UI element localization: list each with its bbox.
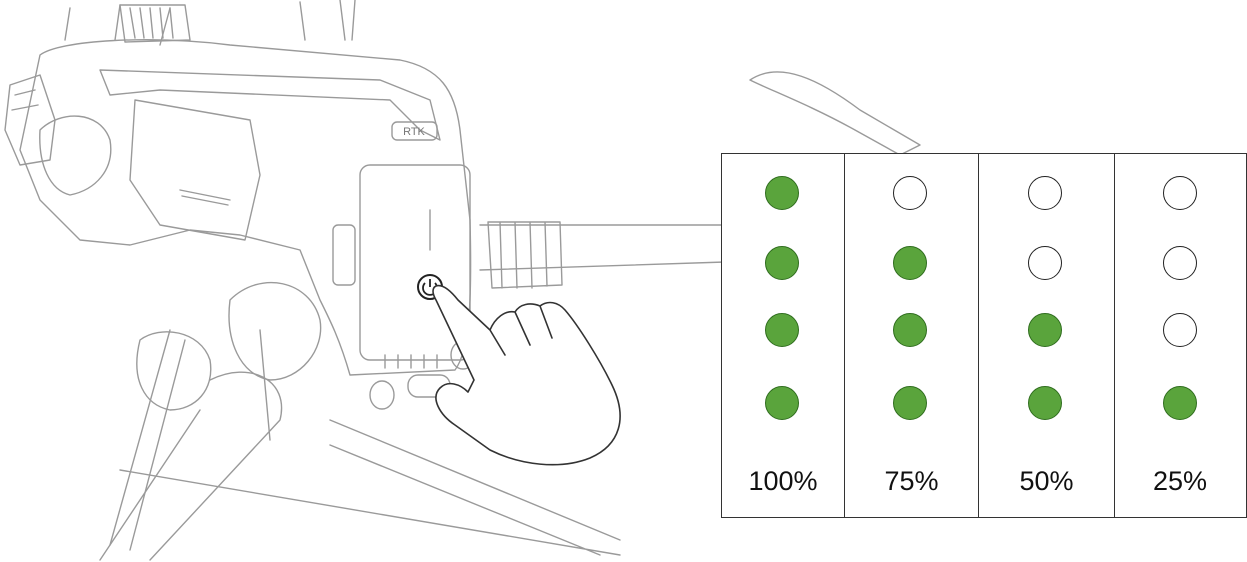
panel-slot xyxy=(179,189,231,206)
led-3 xyxy=(765,313,799,347)
level-label: 100% xyxy=(748,466,818,496)
led-4 xyxy=(765,386,799,420)
rtk-label: RTK xyxy=(403,126,425,138)
level-label: 75% xyxy=(884,466,939,496)
led-3 xyxy=(1028,313,1062,347)
landing-gear xyxy=(109,329,621,556)
left-housing xyxy=(39,115,112,196)
level-column-100: 100% xyxy=(722,154,844,517)
left-gimbal xyxy=(4,74,56,166)
lower-arm xyxy=(99,371,283,561)
led-2 xyxy=(1028,246,1062,280)
level-column-25: 25% xyxy=(1114,154,1245,517)
propeller-blade xyxy=(749,71,921,156)
right-arm xyxy=(479,224,726,271)
battery-level-table: 100% 75% 50% 25% xyxy=(721,153,1247,518)
led-1 xyxy=(765,176,799,210)
top-frame xyxy=(64,0,356,46)
battery-pack xyxy=(359,164,471,361)
top-plate xyxy=(99,69,441,141)
drone-body xyxy=(19,39,472,376)
led-1 xyxy=(893,176,927,210)
rtk-badge xyxy=(391,121,438,141)
pointing-hand-icon xyxy=(432,284,621,466)
led-2 xyxy=(1163,246,1197,280)
led-2 xyxy=(893,246,927,280)
level-column-50: 50% xyxy=(978,154,1114,517)
led-2 xyxy=(765,246,799,280)
led-3 xyxy=(1163,313,1197,347)
lower-button-left xyxy=(369,380,395,410)
led-1 xyxy=(1163,176,1197,210)
level-label: 50% xyxy=(1019,466,1074,496)
front-motor xyxy=(228,281,322,381)
led-3 xyxy=(893,313,927,347)
arm-nut xyxy=(487,221,563,289)
led-4 xyxy=(1028,386,1062,420)
rear-motor xyxy=(136,331,212,411)
battery-clip xyxy=(332,224,356,286)
level-label: 25% xyxy=(1152,466,1208,496)
led-1 xyxy=(1028,176,1062,210)
top-grill xyxy=(119,4,191,43)
led-4 xyxy=(893,386,927,420)
level-column-75: 75% xyxy=(844,154,978,517)
led-4 xyxy=(1163,386,1197,420)
battery-leds xyxy=(384,354,438,369)
side-panel xyxy=(129,99,261,241)
